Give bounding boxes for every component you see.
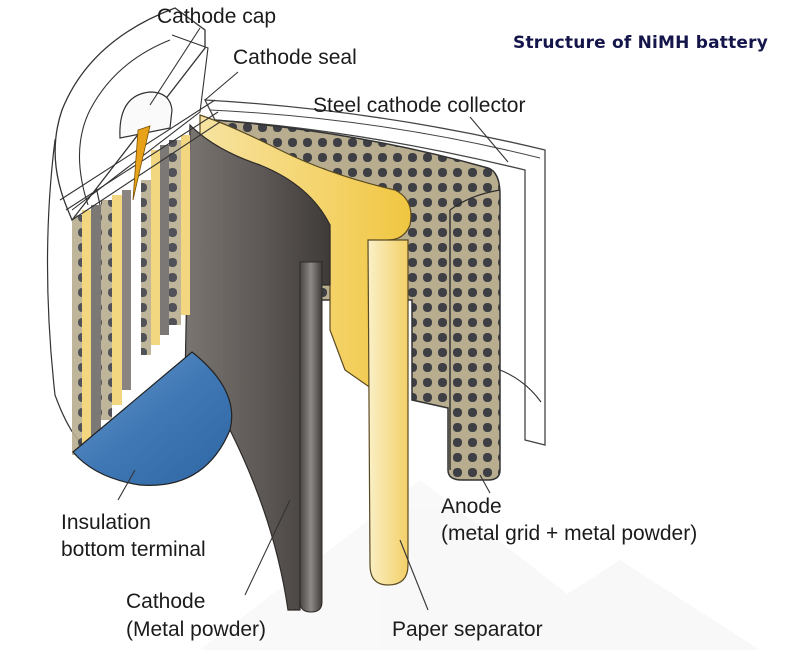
label-cathode-seal: Cathode seal: [233, 46, 357, 69]
steel-cathode-collector-sheet: [203, 99, 546, 446]
leader-steel-collector: [469, 116, 509, 163]
leader-insulation: [117, 469, 136, 501]
insulation-bottom-terminal: [72, 351, 233, 486]
label-steel-cathode-collector: Steel cathode collector: [313, 94, 526, 117]
label-bottom-terminal: bottom terminal: [61, 538, 206, 561]
leader-paper-separator: [399, 539, 429, 611]
label-insulation: Insulation: [61, 511, 151, 534]
leader-cathode: [244, 499, 291, 596]
label-cathode-detail: (Metal powder): [126, 618, 267, 641]
label-cathode-cap: Cathode cap: [157, 5, 277, 28]
leader-anode: [499, 369, 542, 403]
label-paper-separator: Paper separator: [392, 618, 543, 641]
cathode-metal-powder: [184, 123, 331, 613]
label-anode: Anode: [441, 495, 502, 518]
leader-cathode-cap: [149, 27, 201, 106]
leader-anode-bottom: [479, 474, 491, 494]
cylinder-wall-layers: [46, 135, 190, 456]
leader-lines: [117, 27, 542, 611]
label-cathode: Cathode: [126, 590, 206, 613]
cathode-seal: [132, 125, 151, 201]
diagram-title: Structure of NiMH battery: [513, 33, 768, 53]
label-anode-detail: (metal grid + metal powder): [441, 522, 698, 545]
leader-cathode-seal: [204, 71, 239, 101]
